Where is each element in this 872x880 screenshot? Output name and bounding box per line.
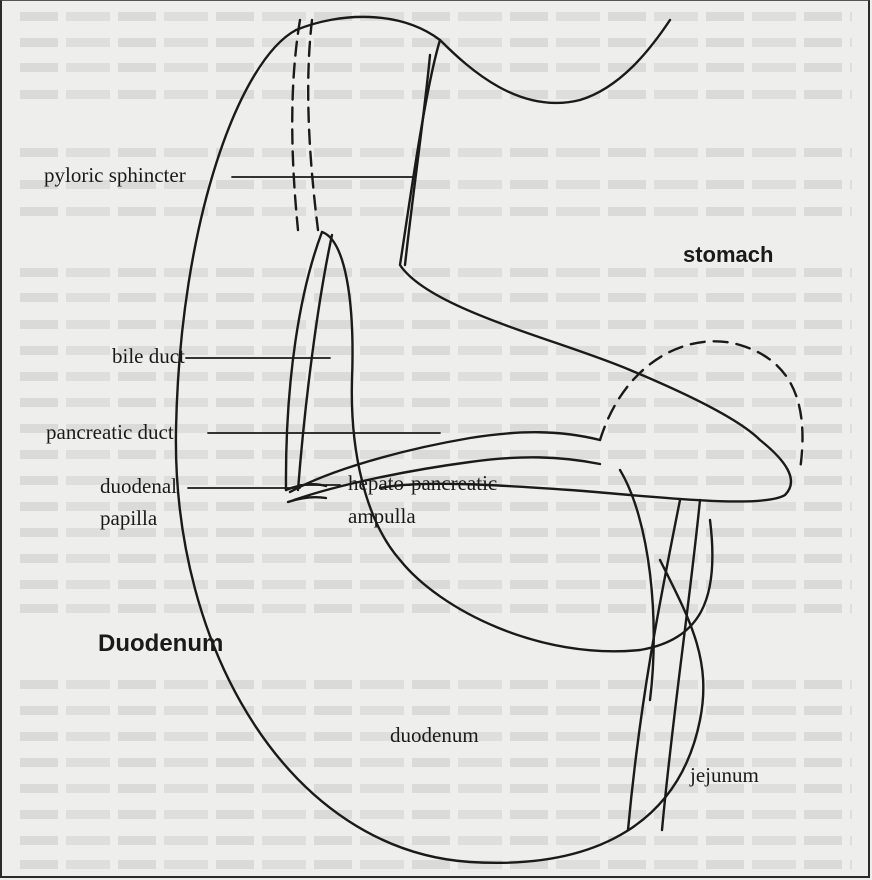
page-border [0,0,870,878]
diagram-page: pyloric sphincter stomach bile duct panc… [0,0,872,880]
